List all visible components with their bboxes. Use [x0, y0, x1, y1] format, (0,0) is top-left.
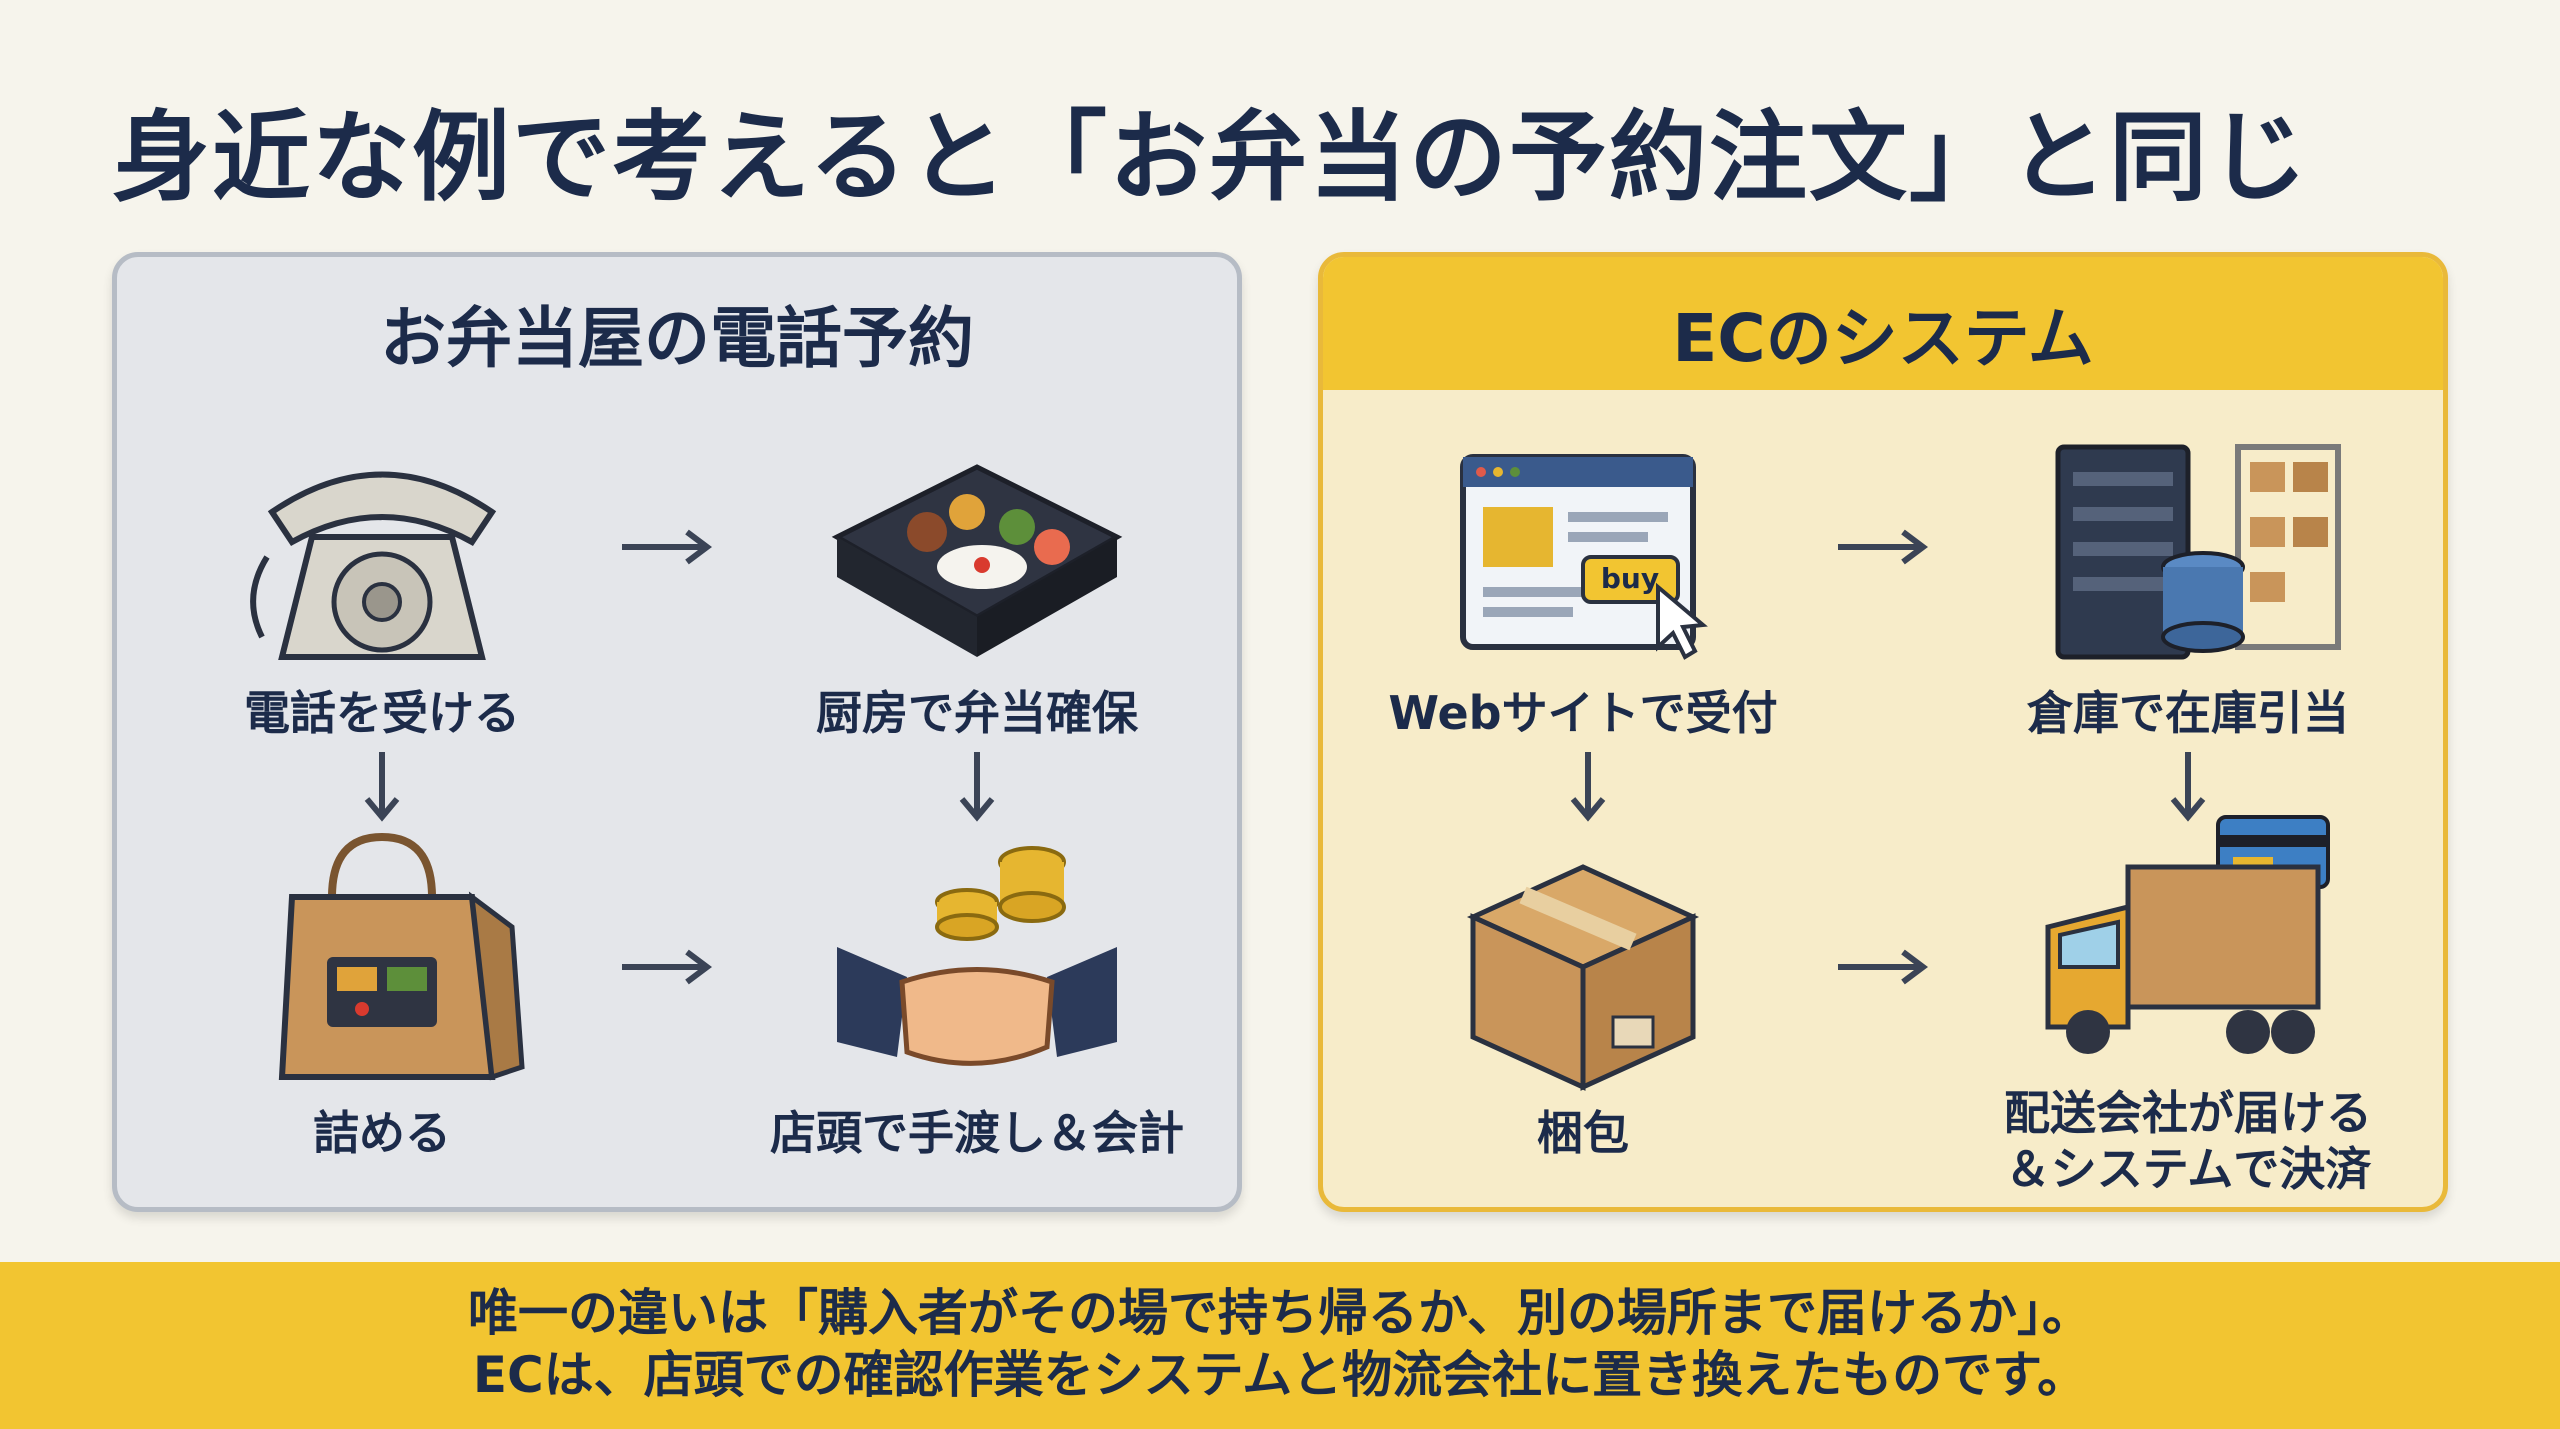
- cardboard-box-icon: [1466, 864, 1700, 1091]
- step-packing: 梱包: [1363, 827, 1803, 1161]
- server-warehouse-icon: [2055, 444, 2341, 660]
- step-packing-label: 梱包: [1537, 1106, 1629, 1160]
- step-kitchen-label: 厨房で弁当確保: [816, 686, 1138, 740]
- right-panel-title: ECのシステム: [1672, 300, 2094, 377]
- step-kitchen: 厨房で弁当確保: [757, 417, 1197, 741]
- step-phone: 電話を受ける: [162, 417, 602, 741]
- step-delivery-label-line2: ＆システムで決済: [2004, 1142, 2372, 1196]
- buy-button-text: buy: [1601, 562, 1659, 595]
- arrow-right-icon: [1838, 529, 1928, 565]
- step-stock-label: 倉庫で在庫引当: [2027, 686, 2349, 740]
- shopping-bag-icon: [278, 832, 525, 1081]
- step-delivery-label: 配送会社が届ける ＆システムで決済: [1968, 1085, 2408, 1197]
- arrow-down-icon: [1570, 752, 1606, 822]
- arrow-down-icon: [959, 752, 995, 822]
- step-handover-label: 店頭で手渡し＆会計: [770, 1106, 1184, 1160]
- bento-phone-order-panel: お弁当屋の電話予約 電話を受ける 厨房で弁当確保: [112, 252, 1242, 1212]
- page-title: 身近な例で考えると「お弁当の予約注文」と同じ: [112, 101, 2310, 215]
- left-panel-title: お弁当屋の電話予約: [380, 300, 974, 377]
- step-pack-label: 詰める: [313, 1106, 451, 1160]
- step-phone-label: 電話を受ける: [244, 686, 520, 740]
- web-browser-icon: buy: [1460, 454, 1708, 660]
- step-stock: 倉庫で在庫引当: [1968, 417, 2408, 741]
- delivery-truck-icon: [2045, 815, 2330, 1054]
- step-handover: 店頭で手渡し＆会計: [757, 827, 1197, 1161]
- step-delivery: 配送会社が届ける ＆システムで決済: [1968, 807, 2408, 1197]
- ec-panel-header: [1323, 257, 2443, 390]
- summary-line-1: 唯一の違いは「購入者がその場で持ち帰るか、別の場所まで届けるか」。: [468, 1284, 2092, 1342]
- arrow-down-icon: [364, 752, 400, 822]
- arrow-right-icon: [1838, 949, 1928, 985]
- arrow-right-icon: [622, 529, 712, 565]
- arrow-right-icon: [622, 949, 712, 985]
- handshake-icon: [837, 846, 1117, 1066]
- step-web-order: buy Webサイトで受付: [1363, 417, 1803, 741]
- summary-footer: 唯一の違いは「購入者がその場で持ち帰るか、別の場所まで届けるか」。 ECは、店頭…: [0, 1262, 2560, 1429]
- summary-line-2: ECは、店頭での確認作業をシステムと物流会社に置き換えたものです。: [472, 1346, 2088, 1404]
- bento-box-icon: [831, 464, 1123, 657]
- telephone-icon: [250, 471, 497, 660]
- arrow-down-icon: [2170, 752, 2206, 822]
- step-web-order-label: Webサイトで受付: [1388, 686, 1778, 740]
- step-pack: 詰める: [162, 827, 602, 1161]
- ec-system-panel: ECのシステム buy Webサイトで受付: [1318, 252, 2448, 1212]
- step-delivery-label-line1: 配送会社が届ける: [2004, 1086, 2372, 1140]
